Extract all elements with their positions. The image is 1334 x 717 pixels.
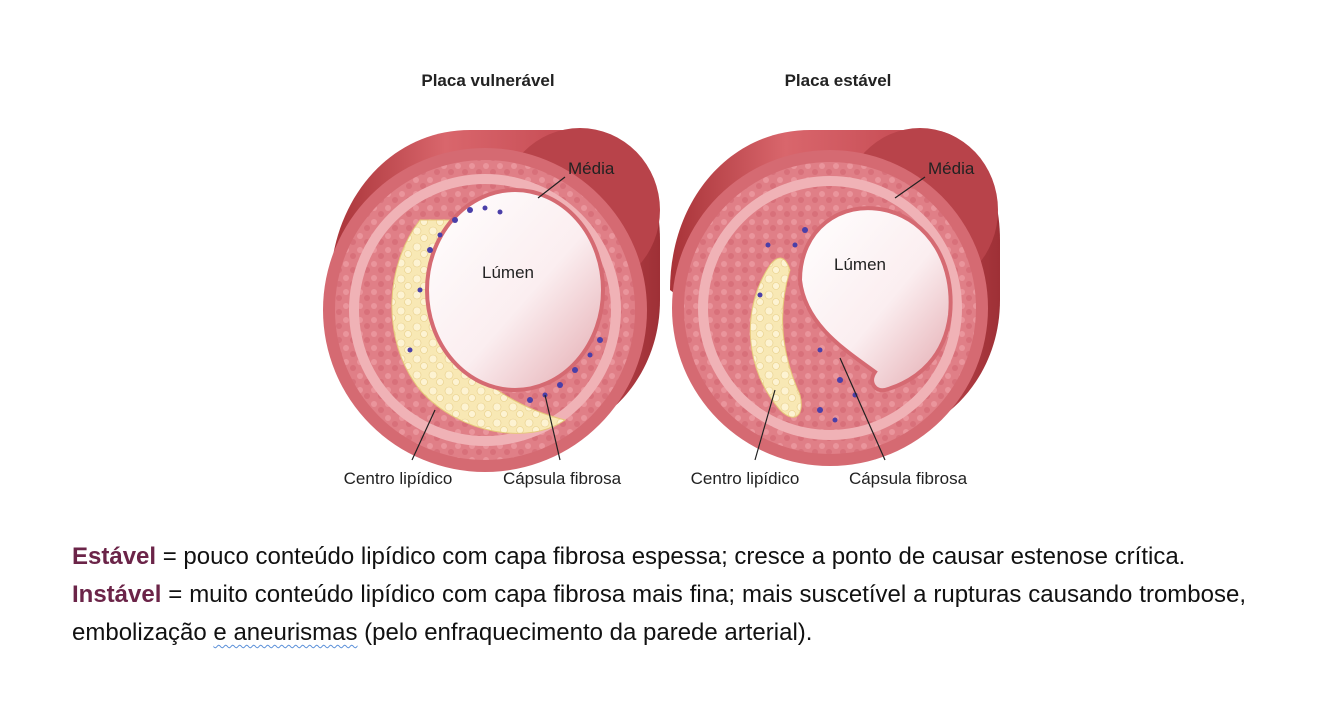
- unstable-term: Instável: [72, 581, 162, 608]
- unstable-definition: Instável = muito conteúdo lipídico com c…: [72, 576, 1246, 652]
- left-media-label: Média: [568, 159, 615, 178]
- stable-term: Estável: [72, 543, 157, 570]
- vulnerable-plaque-vessel: [323, 128, 660, 472]
- unstable-description-b: (pelo enfraquecimento da parede arterial…: [357, 619, 813, 646]
- spellcheck-underlined-text[interactable]: e aneurismas: [213, 619, 358, 646]
- stable-title: Placa estável: [785, 71, 892, 90]
- plaque-figure: Placa vulnerável Placa estável Média Lúm…: [300, 50, 1020, 500]
- right-core-label: Centro lipídico: [691, 469, 800, 488]
- left-cap-label: Cápsula fibrosa: [503, 469, 622, 488]
- right-cap-label: Cápsula fibrosa: [849, 469, 968, 488]
- right-lumen-label: Lúmen: [834, 255, 886, 274]
- left-lumen-label: Lúmen: [482, 263, 534, 282]
- unstable-description-a: = muito conteúdo lipídico com capa fibro…: [72, 581, 1246, 646]
- explanation-text: Estável = pouco conteúdo lipídico com ca…: [72, 538, 1246, 652]
- stable-definition: Estável = pouco conteúdo lipídico com ca…: [72, 538, 1246, 576]
- right-media-label: Média: [928, 159, 975, 178]
- stable-plaque-vessel: [670, 128, 1000, 466]
- vulnerable-title: Placa vulnerável: [421, 71, 554, 90]
- left-core-label: Centro lipídico: [344, 469, 453, 488]
- stable-description: = pouco conteúdo lipídico com capa fibro…: [156, 543, 1186, 570]
